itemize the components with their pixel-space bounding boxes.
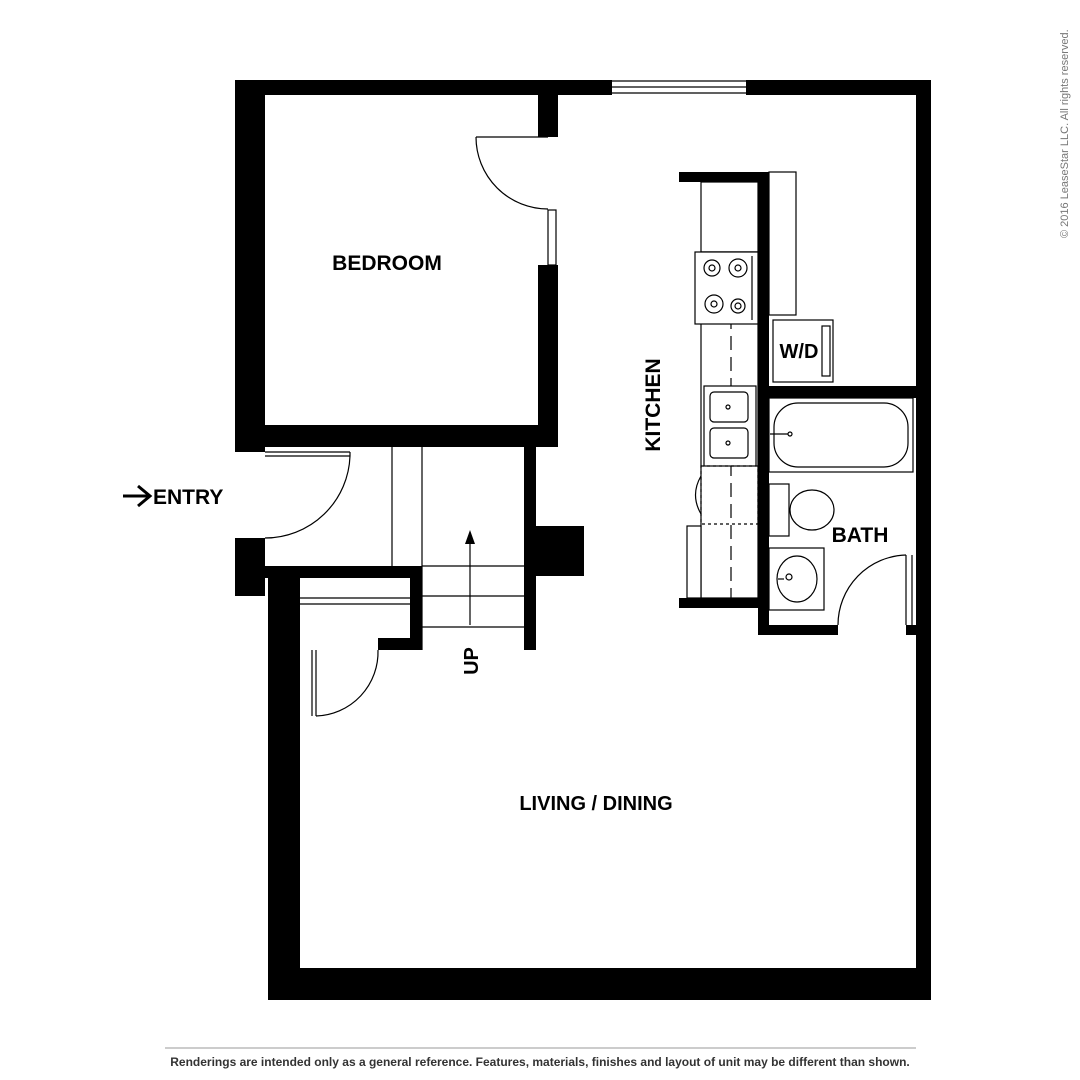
kitchen-label: KITCHEN xyxy=(642,358,665,451)
bath-label: BATH xyxy=(832,524,889,547)
closet-door xyxy=(300,597,410,717)
bath-door xyxy=(837,554,913,626)
stairs xyxy=(391,447,524,650)
stairs-up-label: UP xyxy=(461,647,483,675)
washer-dryer-label: W/D xyxy=(780,341,819,363)
bedroom-label: BEDROOM xyxy=(332,252,442,275)
arrow-right-icon xyxy=(123,484,153,508)
bedroom-door xyxy=(475,136,557,266)
washer-dryer xyxy=(772,319,834,383)
bathtub xyxy=(768,397,914,473)
bathroom-sink xyxy=(768,547,825,611)
arrow-up-icon xyxy=(465,530,475,544)
toilet xyxy=(768,483,835,537)
disclaimer-text: Renderings are intended only as a genera… xyxy=(170,1055,910,1069)
copyright-text: © 2016 LeaseStar LLC. All rights reserve… xyxy=(1059,29,1071,238)
living-dining-label: LIVING / DINING xyxy=(519,793,672,815)
entry-door xyxy=(264,451,351,539)
window xyxy=(612,80,746,94)
walls xyxy=(235,80,931,1000)
dishwasher xyxy=(694,465,759,525)
refrigerator xyxy=(686,525,702,599)
entry-label: ENTRY xyxy=(153,486,223,509)
kitchen-sink xyxy=(703,385,757,467)
range-stove xyxy=(694,251,759,325)
